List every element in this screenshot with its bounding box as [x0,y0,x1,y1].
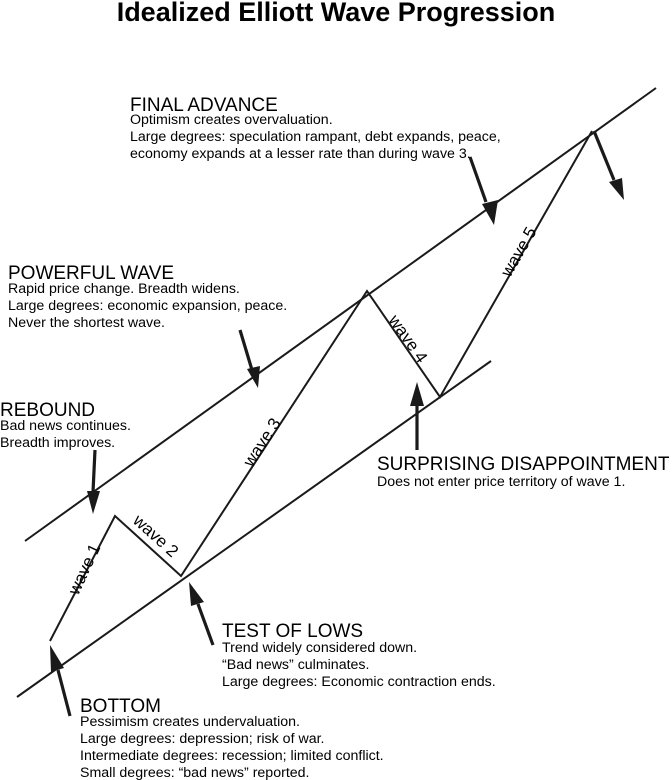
test-of-lows-arrow-icon [189,582,215,646]
upper-channel-line [24,87,657,542]
wave-1-label: wave 1 [64,541,104,599]
bottom-line-2: Large degrees: depression; risk of war. [80,731,324,747]
powerful-wave-heading: POWERFUL WAVE [8,263,174,284]
final-advance-line-1: Optimism creates overvaluation. [130,112,333,128]
powerful-wave-line-1: Rapid price change. Breadth widens. [8,281,240,297]
powerful-wave-annotation: POWERFUL WAVE Rapid price change. Breadt… [8,263,287,331]
rebound-heading: REBOUND [0,400,95,421]
surprising-disappointment-arrow-icon [410,382,424,450]
final-advance-annotation: FINAL ADVANCE Optimism creates overvalua… [130,95,501,162]
test-of-lows-heading: TEST OF LOWS [222,621,363,642]
wave-5-down-arrow-icon [592,130,624,200]
bottom-line-4: Small degrees: “bad news” reported. [80,765,309,780]
powerful-wave-arrow-icon [238,329,260,388]
wave-5-label: wave 5 [497,224,541,281]
surprising-disappointment-annotation: SURPRISING DISAPPOINTMENT Does not enter… [377,454,670,490]
final-advance-line-2: Large degrees: speculation rampant, debt… [130,129,501,145]
lower-channel-line [16,360,492,698]
rebound-line-2: Breadth improves. [0,435,115,451]
final-advance-heading: FINAL ADVANCE [130,95,278,116]
powerful-wave-line-3: Never the shortest wave. [8,315,165,331]
rebound-arrow-icon [87,449,100,514]
bottom-line-3: Intermediate degrees: recession; limited… [80,748,384,764]
powerful-wave-line-2: Large degrees: economic expansion, peace… [8,298,287,314]
rebound-line-1: Bad news continues. [0,418,131,434]
test-of-lows-line-3: Large degrees: Economic contraction ends… [222,674,496,690]
final-advance-line-3: economy expands at a lesser rate than du… [130,146,471,162]
rebound-annotation: REBOUND Bad news continues. Breadth impr… [0,400,131,451]
bottom-line-1: Pessimism creates undervaluation. [80,714,300,730]
final-advance-arrow-icon [468,156,498,225]
surprising-disappointment-heading: SURPRISING DISAPPOINTMENT [377,454,670,475]
wave-4-label: wave 4 [384,311,431,367]
wave-3-label: wave 3 [239,415,285,471]
surprising-disappointment-line-1: Does not enter price territory of wave 1… [377,474,625,490]
bottom-arrow-icon [50,645,72,717]
test-of-lows-annotation: TEST OF LOWS Trend widely considered dow… [222,621,496,690]
bottom-annotation: BOTTOM Pessimism creates undervaluation.… [80,696,384,780]
bottom-heading: BOTTOM [80,696,161,717]
test-of-lows-line-1: Trend widely considered down. [222,640,417,656]
wave-path [49,130,593,642]
diagram-title: Idealized Elliott Wave Progression [117,0,556,27]
test-of-lows-line-2: “Bad news” culminates. [222,657,369,673]
